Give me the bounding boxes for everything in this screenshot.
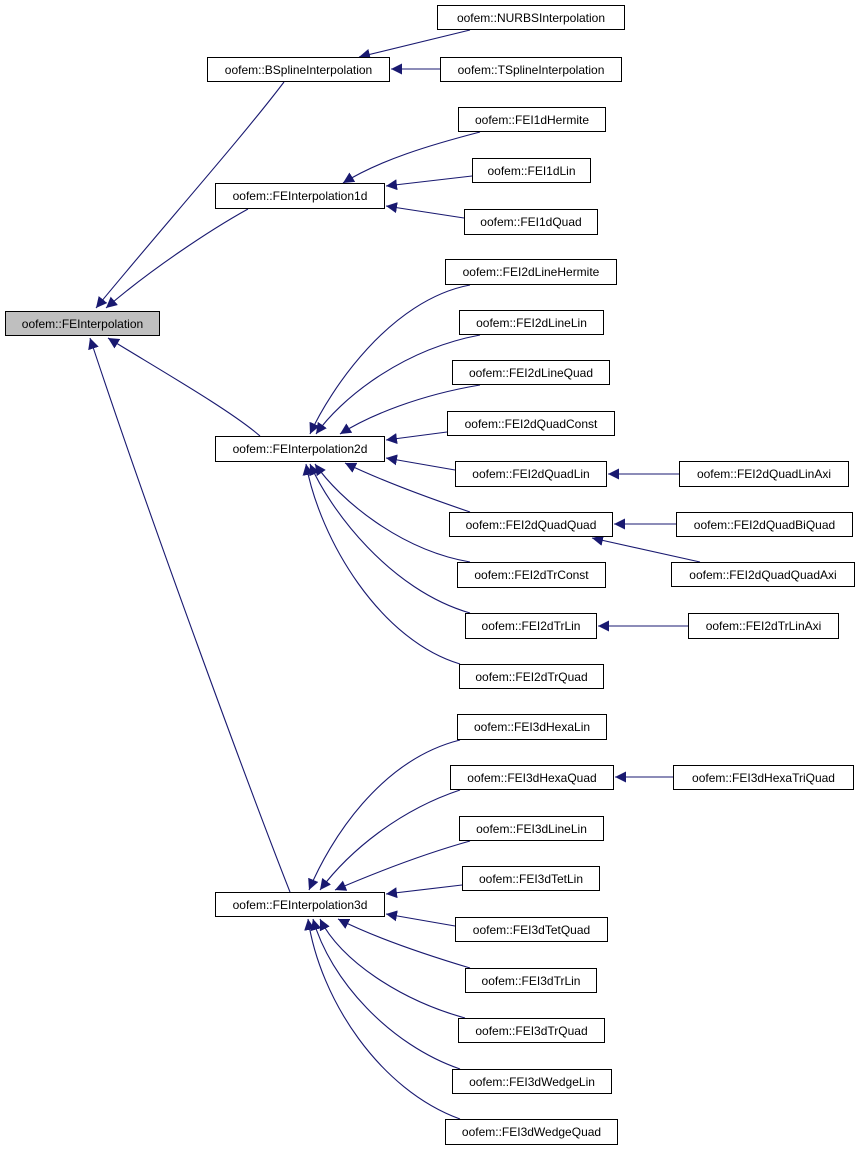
edge-fei2d-line-lin-to-fei2d: [315, 334, 481, 435]
edge-fei1d-to-root: [105, 208, 249, 309]
node-fei3d-hexa-lin[interactable]: oofem::FEI3dHexaLin: [457, 714, 607, 740]
node-fei2d-line-hermite[interactable]: oofem::FEI2dLineHermite: [445, 259, 617, 285]
edge-nurbs-to-bspline: [358, 29, 471, 60]
edge-fei3d-line-lin-to-fei3d: [334, 840, 471, 891]
node-tspline-interpolation[interactable]: oofem::TSplineInterpolation: [440, 57, 622, 82]
node-fei2d-quad-quad[interactable]: oofem::FEI2dQuadQuad: [449, 512, 613, 537]
node-fei2d-quad-lin[interactable]: oofem::FEI2dQuadLin: [455, 461, 607, 487]
node-fe-interpolation-1d[interactable]: oofem::FEInterpolation1d: [215, 183, 385, 209]
edge-fei2d-tr-quad-to-fei2d: [302, 463, 461, 665]
edge-fei2d-quad-const-to-fei2d: [385, 431, 448, 445]
node-fei3d-wedge-lin[interactable]: oofem::FEI3dWedgeLin: [452, 1069, 612, 1094]
node-fei3d-hexa-quad[interactable]: oofem::FEI3dHexaQuad: [450, 765, 614, 790]
node-fei1d-quad[interactable]: oofem::FEI1dQuad: [464, 209, 598, 235]
edge-fei1d-hermite-to-fei1d: [342, 131, 481, 184]
edge-fei2d-line-hermite-to-fei2d: [309, 284, 471, 435]
node-fei2d-tr-quad[interactable]: oofem::FEI2dTrQuad: [459, 664, 604, 689]
edge-fei3d-tet-lin-to-fei3d: [385, 884, 463, 899]
edge-fei3d-tet-quad-to-fei3d: [385, 910, 456, 927]
node-fei3d-tr-quad[interactable]: oofem::FEI3dTrQuad: [458, 1018, 605, 1043]
edge-fei2d-quad-lin-to-fei2d: [385, 454, 456, 471]
node-fei2d-quad-bi-quad[interactable]: oofem::FEI2dQuadBiQuad: [676, 512, 853, 537]
edge-fei3d-to-root: [88, 337, 291, 893]
node-fei1d-hermite[interactable]: oofem::FEI1dHermite: [458, 107, 606, 132]
node-fe-interpolation[interactable]: oofem::FEInterpolation: [5, 311, 160, 336]
edge-fei2d-quad-quad-axi-to-fei2d-quad-quad: [591, 535, 701, 563]
node-fei2d-line-lin[interactable]: oofem::FEI2dLineLin: [459, 310, 604, 335]
node-fei3d-hexa-tri-quad[interactable]: oofem::FEI3dHexaTriQuad: [673, 765, 854, 790]
node-fei3d-tet-lin[interactable]: oofem::FEI3dTetLin: [462, 866, 600, 891]
edge-fei2d-quad-quad-to-fei2d: [344, 462, 471, 513]
edge-fei3d-tr-quad-to-fei3d: [319, 918, 466, 1019]
edge-fei3d-wedge-lin-to-fei3d: [310, 918, 461, 1070]
node-fei3d-tet-quad[interactable]: oofem::FEI3dTetQuad: [455, 917, 608, 942]
edge-fei1d-lin-to-fei1d: [385, 175, 473, 191]
edge-fei3d-wedge-quad-to-fei3d: [304, 918, 461, 1120]
edge-fei2d-line-quad-to-fei2d: [339, 384, 481, 435]
node-fei2d-tr-lin-axi[interactable]: oofem::FEI2dTrLinAxi: [688, 613, 839, 639]
edge-fei2d-tr-const-to-fei2d: [314, 463, 471, 563]
node-bspline-interpolation[interactable]: oofem::BSplineInterpolation: [207, 57, 390, 82]
edge-fei2d-tr-lin-to-fei2d: [309, 463, 471, 614]
node-fei2d-quad-lin-axi[interactable]: oofem::FEI2dQuadLinAxi: [679, 461, 849, 487]
node-fei2d-quad-const[interactable]: oofem::FEI2dQuadConst: [447, 411, 615, 436]
node-fei2d-tr-lin[interactable]: oofem::FEI2dTrLin: [465, 613, 597, 639]
edge-fei2d-to-root: [107, 337, 261, 437]
node-fei2d-quad-quad-axi[interactable]: oofem::FEI2dQuadQuadAxi: [671, 562, 855, 587]
edge-bspline-to-root: [95, 81, 285, 309]
node-fe-interpolation-2d[interactable]: oofem::FEInterpolation2d: [215, 436, 385, 462]
node-fe-interpolation-3d[interactable]: oofem::FEInterpolation3d: [215, 892, 385, 917]
node-fei3d-line-lin[interactable]: oofem::FEI3dLineLin: [459, 816, 604, 841]
node-nurbs-interpolation[interactable]: oofem::NURBSInterpolation: [437, 5, 625, 30]
edge-fei3d-hexa-quad-to-fei3d: [319, 789, 461, 891]
node-fei1d-lin[interactable]: oofem::FEI1dLin: [472, 158, 591, 183]
node-fei3d-wedge-quad[interactable]: oofem::FEI3dWedgeQuad: [445, 1119, 618, 1145]
node-fei2d-line-quad[interactable]: oofem::FEI2dLineQuad: [452, 360, 610, 385]
edge-fei3d-tr-lin-to-fei3d: [337, 918, 471, 969]
edge-fei1d-quad-to-fei1d: [385, 202, 465, 219]
edge-fei3d-hexa-lin-to-fei3d: [308, 739, 461, 891]
node-fei2d-tr-const[interactable]: oofem::FEI2dTrConst: [457, 562, 606, 588]
node-fei3d-tr-lin[interactable]: oofem::FEI3dTrLin: [465, 968, 597, 993]
